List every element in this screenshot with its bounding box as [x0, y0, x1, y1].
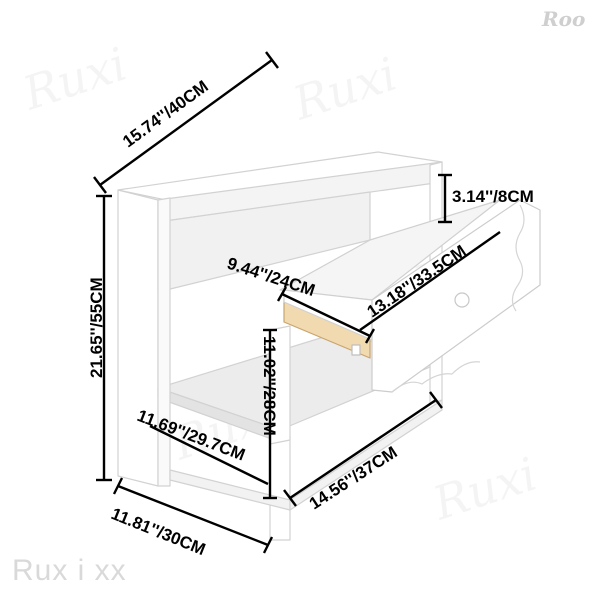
- watermark-text: Ruxi: [286, 47, 403, 131]
- right-bottom-rail: [289, 399, 443, 511]
- brand-watermark: Rux i xx: [12, 554, 127, 587]
- drawer-knob: [454, 292, 470, 308]
- label-height-total: 21.65''/55CM: [87, 277, 106, 378]
- shelf-depth-line: [149, 424, 269, 486]
- label-inner-height: 11.02''/28CM: [260, 336, 279, 436]
- front-right-leg: [269, 435, 291, 541]
- front-left-leg: [157, 197, 171, 487]
- watermark-text: Ruxi: [426, 447, 543, 531]
- drawer-bottom-wave: [391, 361, 481, 393]
- label-drawer-height: 3.14''/8CM: [452, 187, 534, 206]
- label-base-depth: 11.81''/30CM: [109, 504, 209, 559]
- base-depth-line: [117, 484, 269, 547]
- dimension-lines: [93, 51, 501, 554]
- left-side-panel: [117, 189, 159, 487]
- drawer-front-wave: [511, 204, 525, 312]
- depth-top-line: [99, 59, 273, 186]
- brand-top-right: Roo: [541, 7, 585, 31]
- drawer-slot: [351, 344, 361, 356]
- drawer-width-line: [359, 231, 501, 331]
- watermark-text: Ruxi: [16, 37, 133, 121]
- base-width-line: [289, 399, 437, 499]
- drawer-depth-line: [281, 292, 371, 338]
- nightstand: [117, 151, 443, 541]
